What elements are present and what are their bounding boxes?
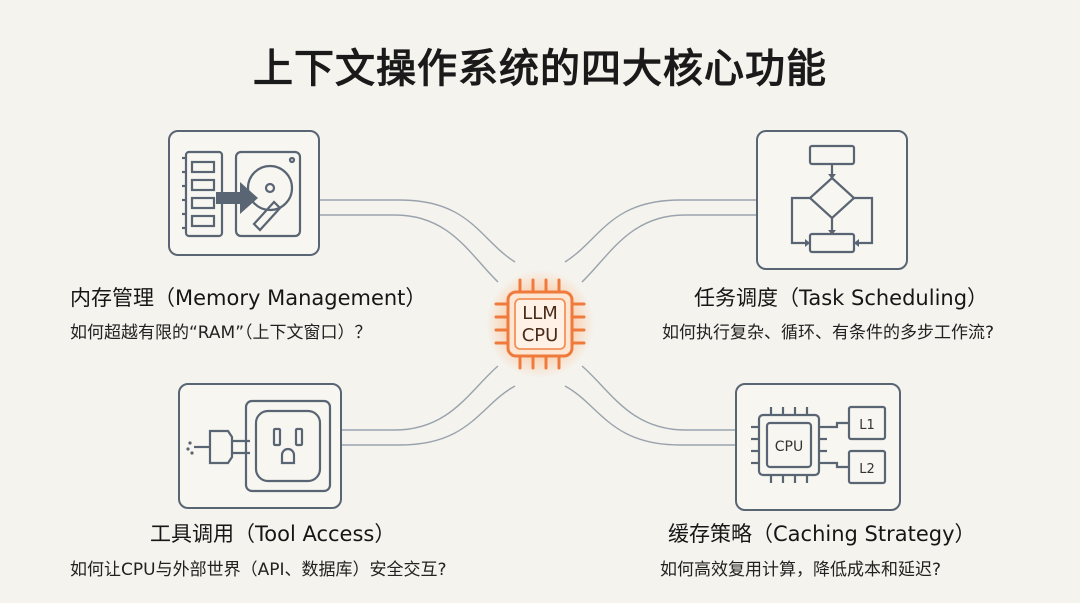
task-description: 如何执行复杂、循环、有条件的多步工作流? — [662, 323, 995, 343]
tool-icon-box — [178, 383, 342, 509]
cache-heading: 缓存策略（Caching Strategy） — [668, 522, 976, 546]
task-icon-box — [756, 130, 908, 270]
task-heading: 任务调度（Task Scheduling） — [694, 286, 989, 310]
plug-socket-icon — [186, 399, 332, 493]
cache-icon-box: CPU L1 L2 — [735, 383, 901, 511]
page-title: 上下文操作系统的四大核心功能 — [253, 46, 827, 92]
chip-icon — [486, 270, 594, 378]
cpu-cache-icon: CPU L1 L2 — [751, 405, 887, 485]
tool-heading: 工具调用（Tool Access） — [150, 522, 396, 546]
llm-cpu-chip: LLM CPU — [486, 270, 594, 378]
ram-to-harddisk-icon — [182, 150, 302, 238]
cache-cpu-label: CPU — [775, 439, 803, 455]
memory-description: 如何超越有限的“RAM”（上下文窗口）？ — [70, 323, 372, 343]
memory-icon-box — [168, 130, 320, 256]
cache-l1-label: L1 — [859, 418, 875, 433]
chip-label-line2: CPU — [521, 325, 559, 346]
chip-label-line1: LLM — [522, 303, 558, 324]
memory-heading: 内存管理（Memory Management） — [70, 286, 427, 310]
flowchart-icon — [790, 144, 874, 254]
cache-description: 如何高效复用计算，降低成本和延迟? — [660, 560, 942, 580]
tool-description: 如何让CPU与外部世界（API、数据库）安全交互? — [70, 560, 447, 580]
cache-l2-label: L2 — [859, 462, 875, 477]
